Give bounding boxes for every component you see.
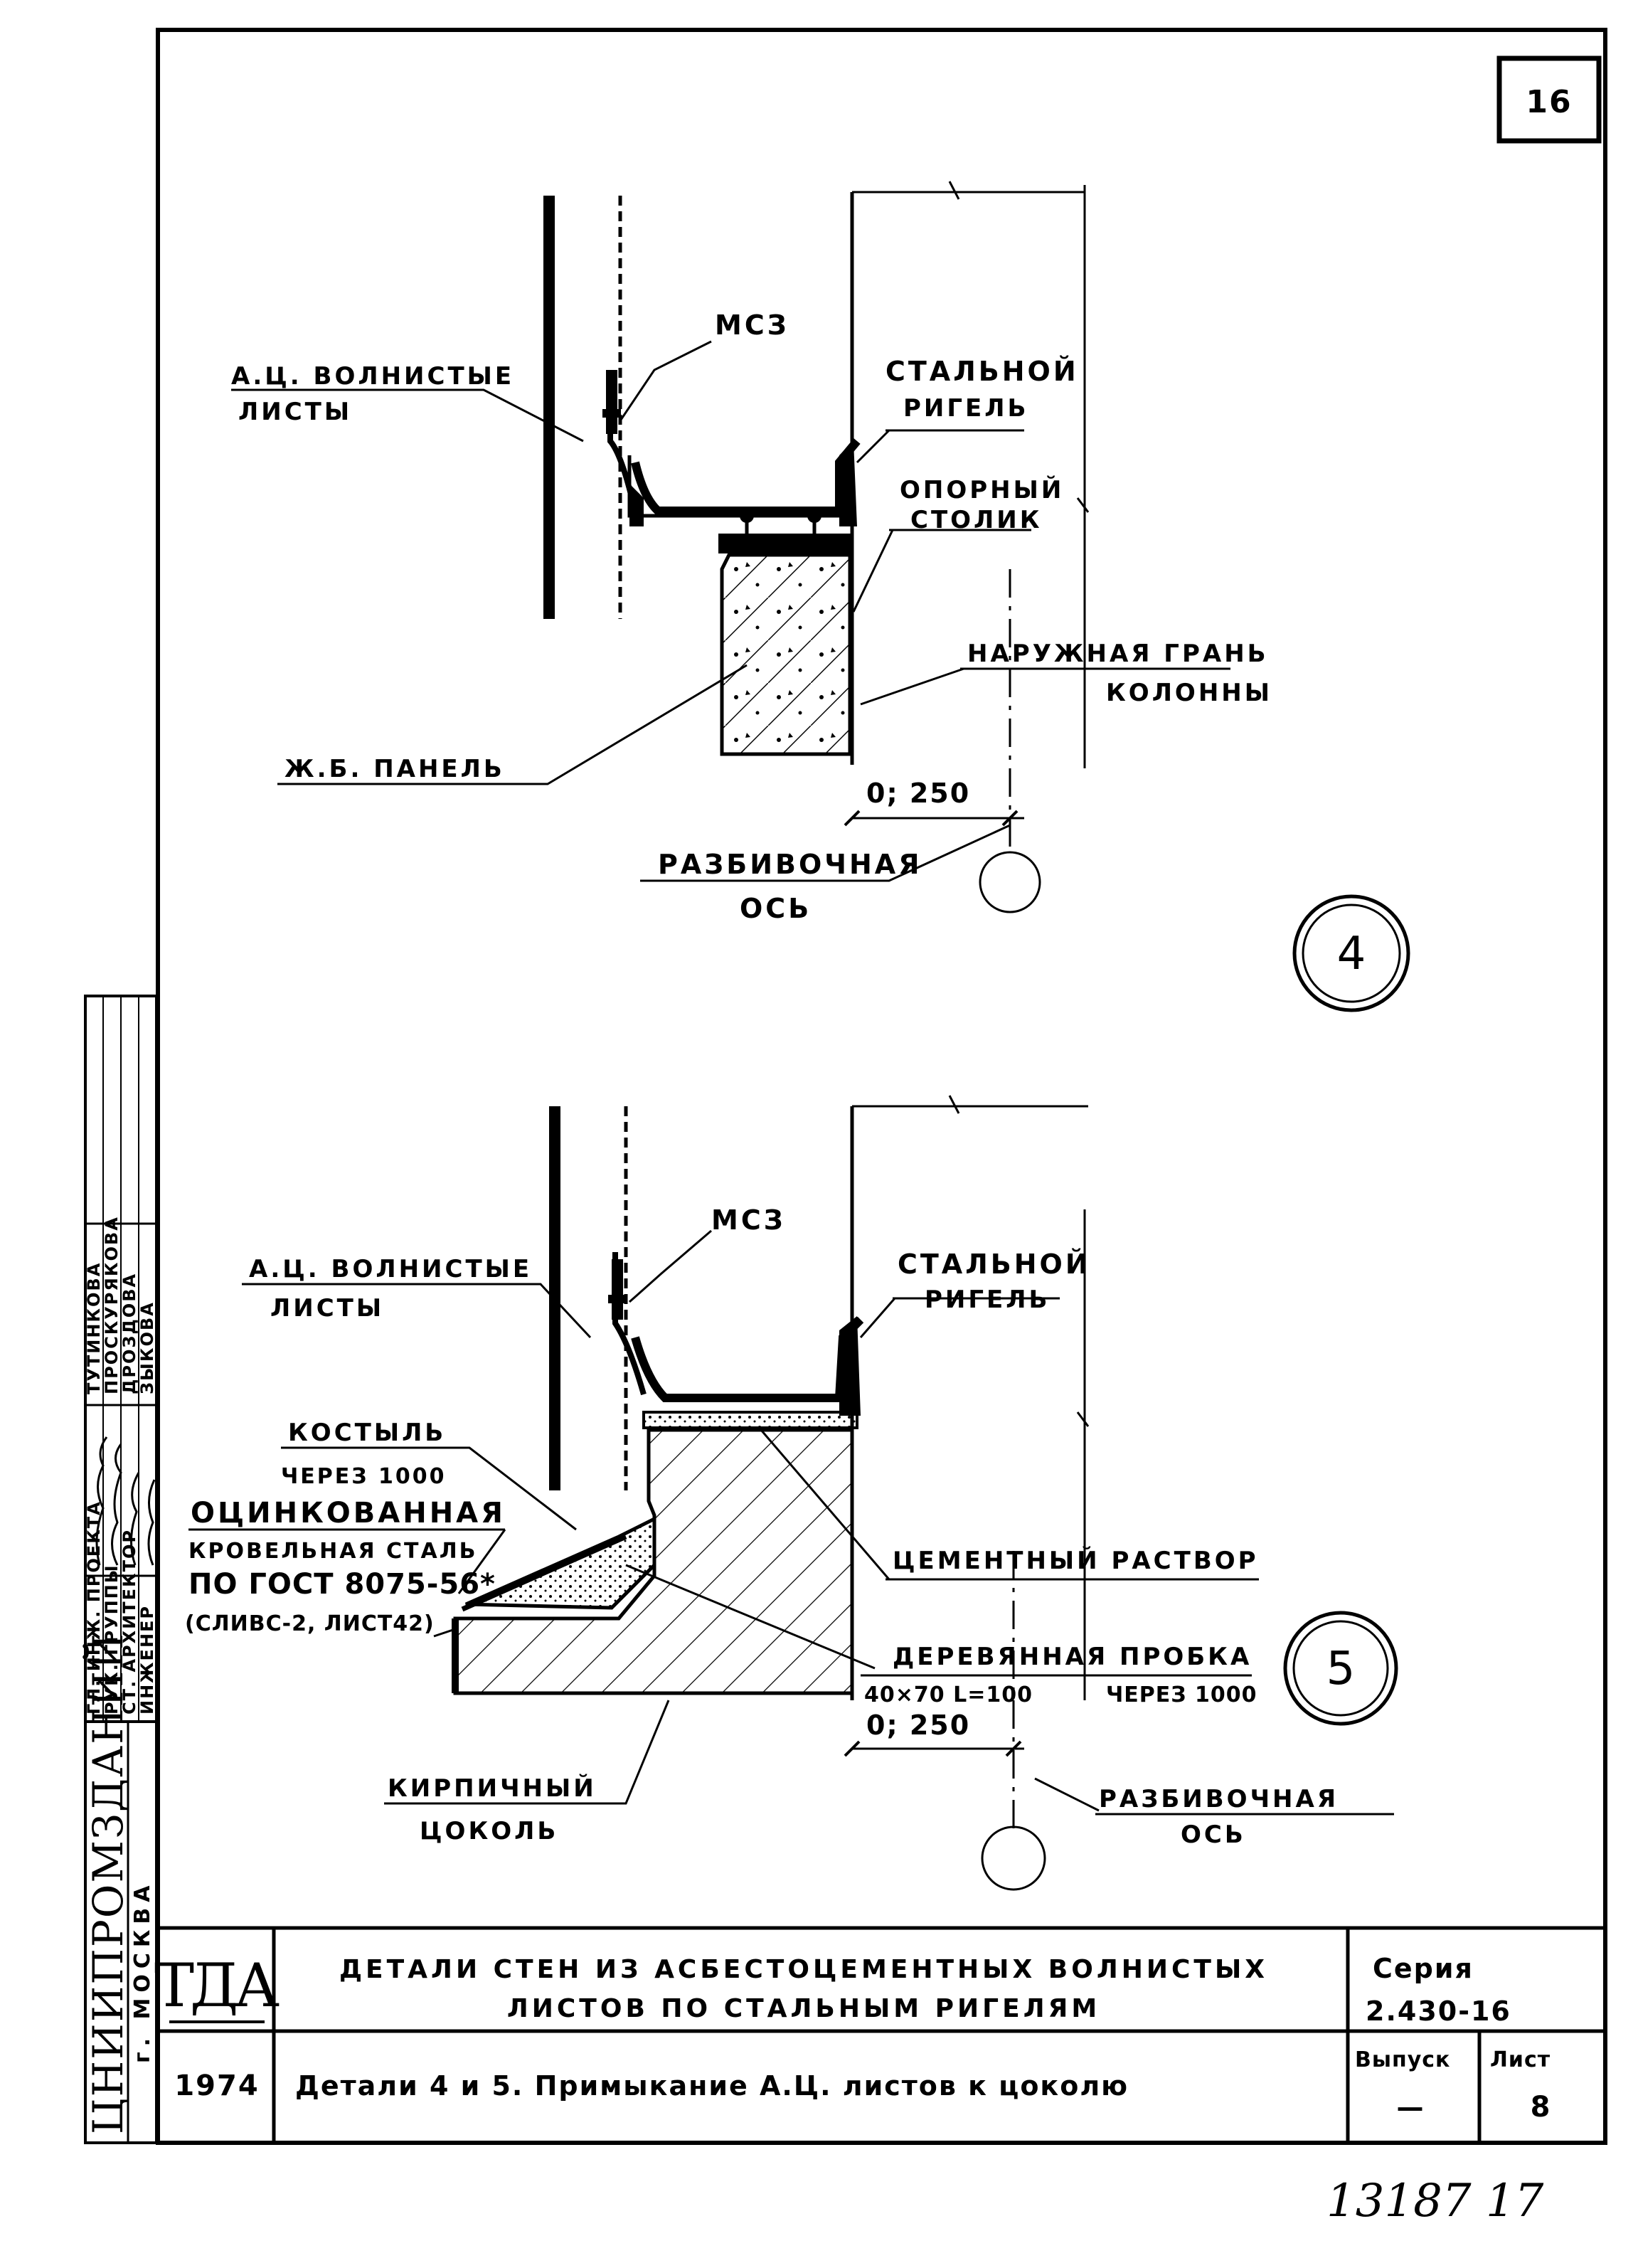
- issue-label: Выпуск: [1355, 2047, 1450, 2072]
- stamp-name-4: ЗЫКОВА: [137, 1301, 157, 1394]
- plinth-label-5a: КИРПИЧНЫЙ: [388, 1774, 597, 1803]
- axis-5: [981, 1551, 1046, 1891]
- issue-value: —: [1397, 2092, 1427, 2123]
- axis-label-5b: ОСЬ: [1181, 1821, 1246, 1849]
- stamp-city: г. МОСКВА: [130, 1880, 155, 2064]
- title-block: ТДА ДЕТАЛИ СТЕН ИЗ АСБЕСТОЦЕМЕНТНЫХ ВОЛН…: [154, 1928, 1605, 2143]
- steel-label-5b: КРОВЕЛЬНАЯ СТАЛЬ: [188, 1539, 478, 1564]
- detail-number-4-text: 4: [1337, 928, 1366, 980]
- weld-label-4: МСЗ: [715, 309, 789, 341]
- signatures: [95, 1436, 156, 1566]
- rc-panel-4: [720, 553, 852, 756]
- dimension-5: 0; 250: [844, 1710, 1024, 1757]
- stamp-org: ЦНИИПРОМЗДАНИЙ: [83, 1632, 132, 2134]
- detail-number-5: 5: [1283, 1611, 1398, 1726]
- column-4: [850, 181, 1090, 768]
- leaders-4: [231, 340, 1230, 882]
- leaders-5: [188, 1229, 1394, 1816]
- steel-girder-4: [627, 438, 861, 548]
- plug-label-5c: ЧЕРЕЗ 1000: [1106, 1683, 1257, 1707]
- steel-label-5c: ПО ГОСТ 8075-56*: [188, 1568, 496, 1601]
- column-5: [850, 1095, 1090, 1700]
- series-value: 2.430-16: [1366, 1996, 1511, 2027]
- axis-label-5a: РАЗБИВОЧНАЯ: [1099, 1785, 1339, 1813]
- steel-label-5a: ОЦИНКОВАННАЯ: [191, 1497, 506, 1530]
- stamp-name-3: ДРОЗДОВА: [119, 1273, 139, 1394]
- girder-label-4a: СТАЛЬНОЙ: [886, 356, 1079, 387]
- plug-label-5b: 40×70 L=100: [864, 1683, 1033, 1707]
- stamp-role-1: ГЛ. ИНЖ. ПРОЕКТА: [84, 1500, 104, 1715]
- ac-sheets-label-4b: ЛИСТЫ: [238, 398, 352, 426]
- steel-girder-5: [631, 1316, 864, 1429]
- axis-label-4a: РАЗБИВОЧНАЯ: [658, 849, 922, 880]
- ac-sheets-4: [543, 196, 638, 619]
- support-label-4a: ОПОРНЫЙ: [900, 475, 1064, 504]
- dimension-label-5: 0; 250: [866, 1710, 970, 1741]
- ac-sheets-label-5a: А.Ц. ВОЛНИСТЫЕ: [249, 1255, 532, 1283]
- dimension-4: 0; 250: [844, 778, 1024, 827]
- girder-label-4b: РИГЕЛЬ: [903, 394, 1028, 423]
- axis-4: [979, 569, 1041, 913]
- ac-sheets-5: [549, 1106, 647, 1490]
- support-label-4b: СТОЛИК: [910, 506, 1043, 534]
- side-stamp: ЦНИИПРОМЗДАНИЙ г. МОСКВА ГЛ. ИНЖ. ПРОЕКТ…: [83, 995, 158, 2144]
- dimension-label-4: 0; 250: [866, 778, 970, 809]
- drawing-frame: [156, 28, 1607, 2145]
- crutch-label-5a: КОСТЫЛЬ: [288, 1419, 446, 1447]
- series-label: Серия: [1373, 1953, 1474, 1984]
- detail-5: 0; 250 А.Ц. ВОЛНИСТЫЕ ЛИСТЫ МСЗ СТАЛЬНОЙ…: [185, 1095, 1398, 1891]
- detail-number-4: 4: [1292, 894, 1410, 1012]
- ac-sheets-label-4a: А.Ц. ВОЛНИСТЫЕ: [231, 362, 514, 391]
- logo: ТДА: [154, 1951, 279, 2020]
- stamp-role-4: ИНЖЕНЕР: [137, 1605, 157, 1715]
- face-label-4a: НАРУЖНАЯ ГРАНЬ: [967, 640, 1269, 668]
- axis-label-4b: ОСЬ: [740, 893, 812, 924]
- ac-sheets-label-5b: ЛИСТЫ: [270, 1294, 384, 1323]
- girder-label-5b: РИГЕЛЬ: [925, 1286, 1050, 1314]
- subtitle: Детали 4 и 5. Примыкание А.Ц. листов к ц…: [295, 2070, 1129, 2102]
- stamp-name-2: ПРОСКУРЯКОВА: [102, 1216, 122, 1394]
- stamp-role-3: СТ. АРХИТЕКТОР: [119, 1529, 139, 1715]
- sheet-value: 8: [1531, 2091, 1554, 2124]
- girder-label-5a: СТАЛЬНОЙ: [898, 1249, 1091, 1280]
- mortar-label-5: ЦЕМЕНТНЫЙ РАСТВОР: [893, 1546, 1259, 1575]
- steel-label-5d: (СЛИВС-2, ЛИСТ42): [185, 1611, 435, 1636]
- title-line-1: ДЕТАЛИ СТЕН ИЗ АСБЕСТОЦЕМЕНТНЫХ ВОЛНИСТЫ…: [339, 1955, 1268, 1984]
- plug-label-5a: ДЕРЕВЯННАЯ ПРОБКА: [893, 1643, 1252, 1671]
- year: 1974: [174, 2070, 259, 2102]
- weld-label-5: МСЗ: [711, 1204, 786, 1236]
- plinth-label-5b: ЦОКОЛЬ: [420, 1817, 558, 1845]
- stamp-name-1: ТУТИНКОВА: [84, 1262, 104, 1394]
- title-line-2: ЛИСТОВ ПО СТАЛЬНЫМ РИГЕЛЯМ: [507, 1994, 1100, 2023]
- face-label-4b: КОЛОННЫ: [1106, 679, 1272, 707]
- detail-number-5-text: 5: [1326, 1643, 1356, 1695]
- sheet-number: 16: [1526, 84, 1572, 120]
- panel-label-4: Ж.Б. ПАНЕЛЬ: [284, 755, 505, 783]
- galvanized-steel-5: [461, 1515, 656, 1612]
- crutch-label-5b: ЧЕРЕЗ 1000: [281, 1464, 446, 1489]
- sheet-number-box: 16: [1496, 55, 1602, 144]
- detail-4: 0; 250 А.Ц. ВОЛНИСТЫЕ ЛИСТЫ МСЗ СТАЛЬНОЙ…: [231, 181, 1410, 1012]
- brick-plinth-5: [452, 1428, 854, 1695]
- stamp-role-2: РУК. ГРУППЫ: [102, 1564, 122, 1715]
- support-table-4: [718, 534, 853, 553]
- archive-number: 13187 17: [1326, 2175, 1544, 2227]
- sheet-label: Лист: [1490, 2047, 1551, 2072]
